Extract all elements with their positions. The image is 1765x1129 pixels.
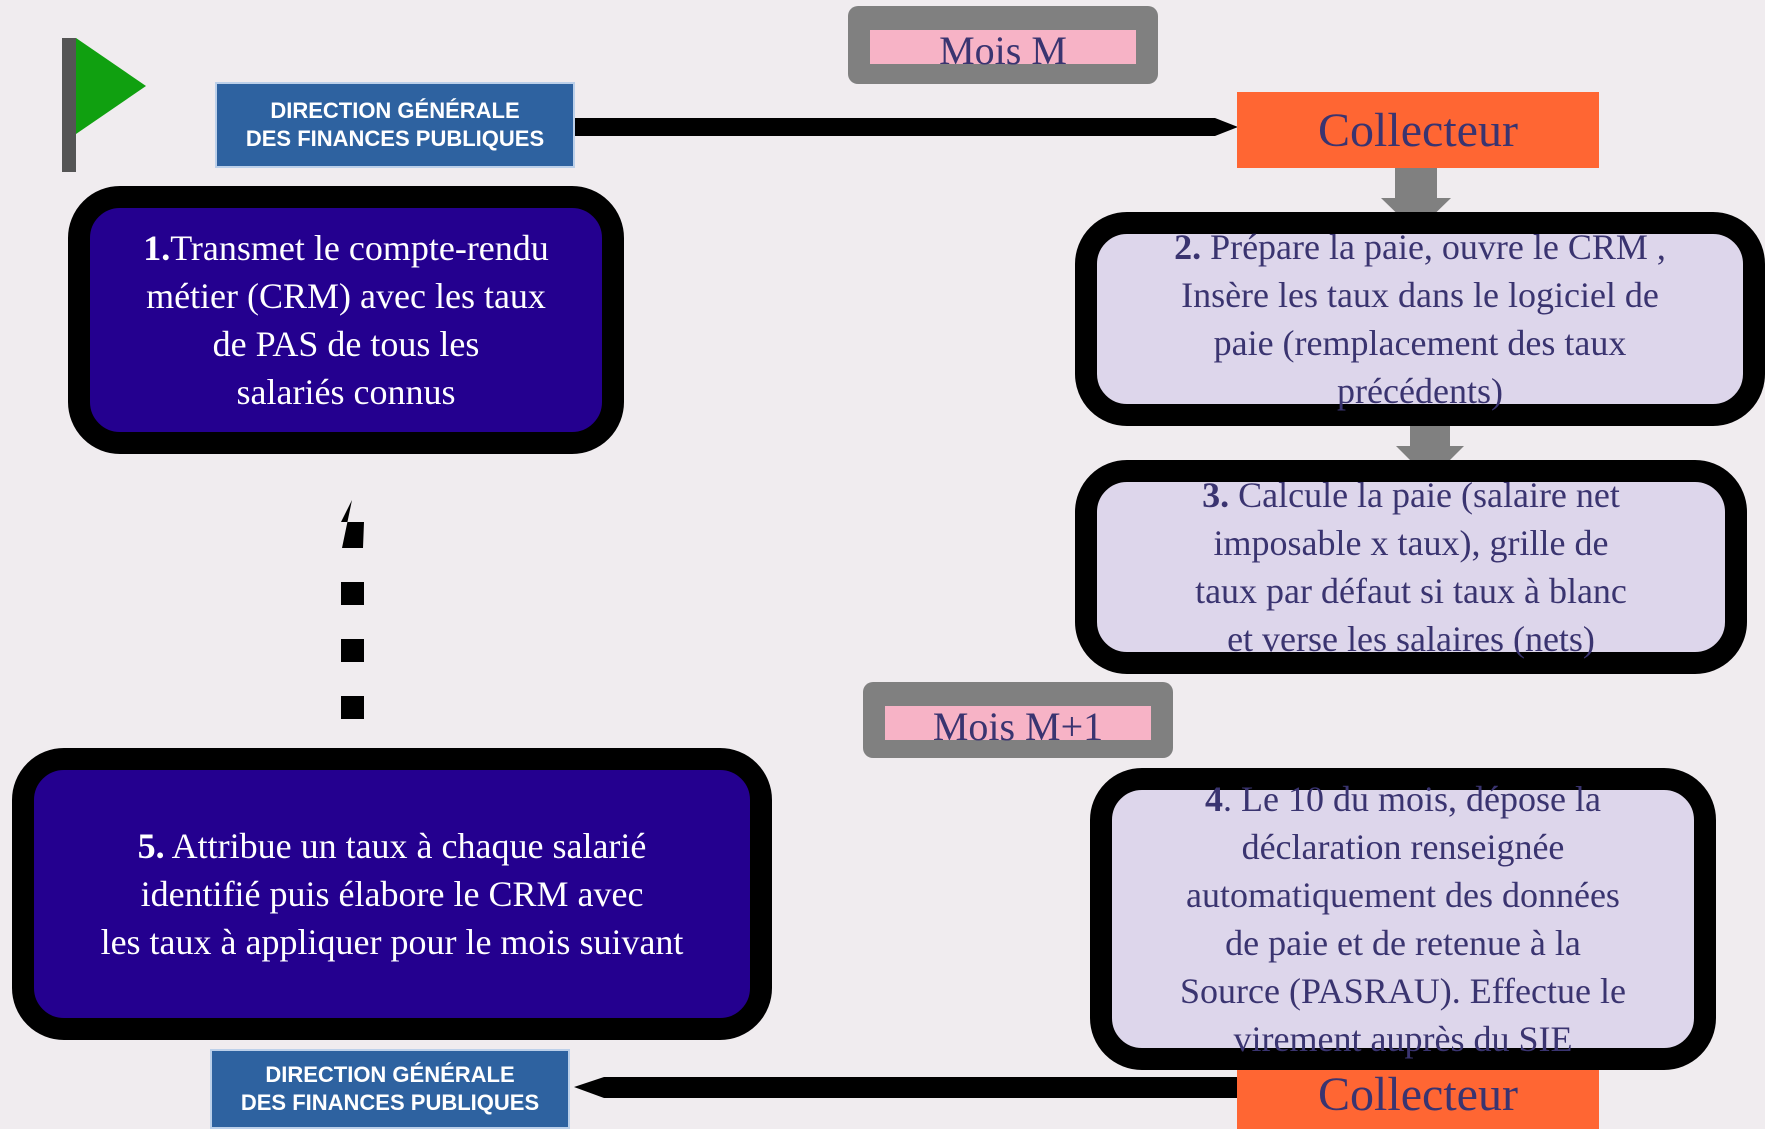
step-5-line-1: 5. Attribue un taux à chaque salarié — [137, 826, 647, 866]
step-4-line-1: 4. Le 10 du mois, dépose la — [1205, 779, 1601, 819]
step-4-line-6: virement auprès du SIE — [1233, 1019, 1573, 1059]
collecteur-top: Collecteur — [1237, 92, 1599, 168]
step-3-line-1: 3. Calcule la paie (salaire net — [1202, 475, 1620, 515]
step-3-line-4: et verse les salaires (nets) — [1227, 619, 1595, 659]
month-m-frame: Mois M — [848, 6, 1158, 84]
step-4-line-4: de paie et de retenue à la — [1225, 923, 1581, 963]
dgfip-logo-top: DIRECTION GÉNÉRALE DES FINANCES PUBLIQUE… — [215, 82, 575, 168]
step-3-line-2: imposable x taux), grille de — [1213, 523, 1609, 563]
flag-icon — [76, 38, 146, 134]
arrow-dgfip-to-collecteur — [573, 118, 1238, 136]
step-5-line-3: les taux à appliquer pour le mois suivan… — [100, 922, 684, 962]
step-2-line-3: paie (remplacement des taux — [1213, 323, 1627, 363]
collecteur-bottom: Collecteur — [1237, 1059, 1599, 1129]
step-5-number: 5. — [137, 826, 165, 866]
step-1-line-2: métier (CRM) avec les taux — [146, 276, 546, 316]
dgfip-logo-line1: DIRECTION GÉNÉRALE — [265, 1062, 515, 1087]
step-4-number: 4 — [1205, 779, 1224, 819]
step-3-box: 3. Calcule la paie (salaire net imposabl… — [1075, 460, 1747, 674]
step-2-line-2: Insère les taux dans le logiciel de — [1181, 275, 1659, 315]
dgfip-logo-bottom: DIRECTION GÉNÉRALE DES FINANCES PUBLIQUE… — [210, 1049, 570, 1129]
step-4-line-3: automatiquement des données — [1186, 875, 1620, 915]
month-m1-frame: Mois M+1 — [863, 682, 1173, 758]
step-1-box: 1.Transmet le compte-rendu métier (CRM) … — [68, 186, 624, 454]
step-3-line-3: taux par défaut si taux à blanc — [1195, 571, 1627, 611]
step-4-box: 4. Le 10 du mois, dépose la déclaration … — [1090, 768, 1716, 1070]
step-2-line-4: précédents) — [1337, 371, 1503, 411]
step-1-line-3: de PAS de tous les — [212, 324, 480, 364]
arrow-collecteur-to-dgfip — [574, 1077, 1240, 1098]
step-1-line-1: 1.Transmet le compte-rendu — [143, 228, 549, 268]
step-2-line-1: 2. Prépare la paie, ouvre le CRM , — [1174, 227, 1666, 267]
dgfip-logo-line2: DES FINANCES PUBLIQUES — [240, 1090, 540, 1115]
month-m1-label: Mois M+1 — [885, 706, 1151, 748]
step-1-line-4: salariés connus — [236, 372, 456, 412]
arrow-step5-to-step1 — [341, 500, 364, 719]
step-1-number: 1. — [143, 228, 171, 268]
step-4-line-2: déclaration renseignée — [1241, 827, 1565, 867]
step-4-line-5: Source (PASRAU). Effectue le — [1180, 971, 1626, 1011]
month-m-label: Mois M — [870, 30, 1136, 72]
dgfip-logo-line2: DES FINANCES PUBLIQUES — [245, 126, 545, 151]
dgfip-logo-line1: DIRECTION GÉNÉRALE — [270, 98, 520, 123]
flag-pole — [62, 38, 76, 172]
step-2-number: 2. — [1174, 227, 1202, 267]
step-3-number: 3. — [1202, 475, 1230, 515]
step-5-box: 5. Attribue un taux à chaque salarié ide… — [12, 748, 772, 1040]
step-2-box: 2. Prépare la paie, ouvre le CRM , Insèr… — [1075, 212, 1765, 426]
step-5-line-2: identifié puis élabore le CRM avec — [140, 874, 644, 914]
